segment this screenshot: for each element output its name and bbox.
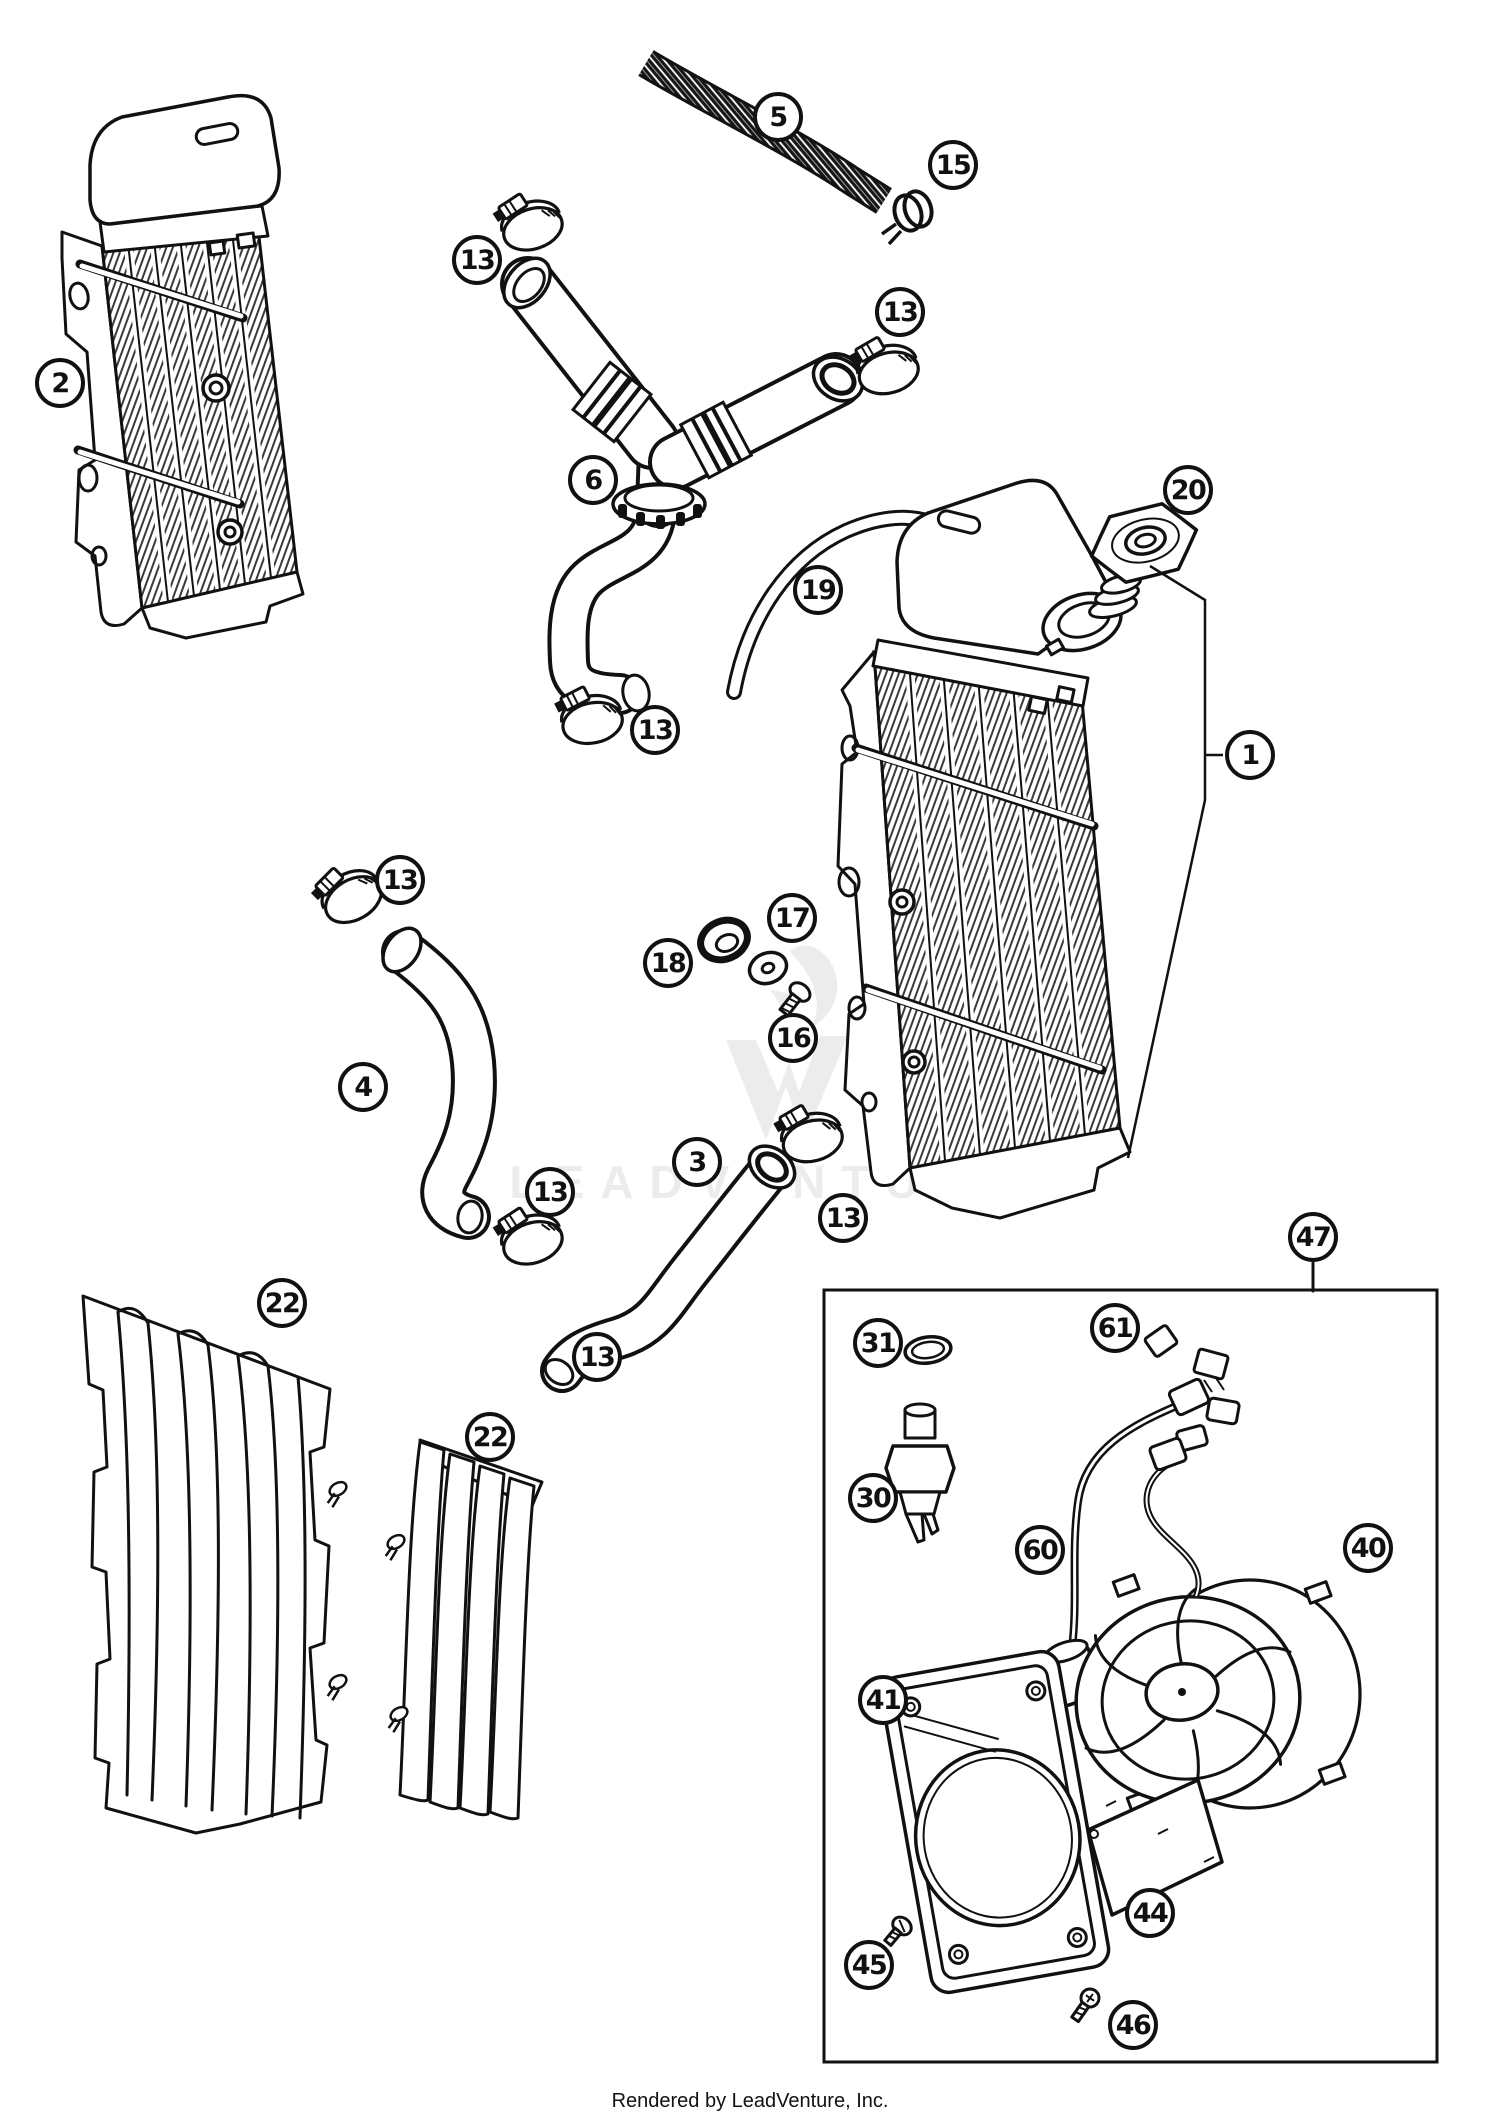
callout-4-3[interactable]: 4 bbox=[338, 1062, 388, 1112]
wire-clamp-15 bbox=[880, 189, 934, 246]
callout-30-21[interactable]: 30 bbox=[848, 1473, 898, 1523]
callout-5-4[interactable]: 5 bbox=[753, 92, 803, 142]
callout-13-8[interactable]: 13 bbox=[630, 705, 680, 755]
radiator-left bbox=[60, 93, 305, 640]
radiator-left-rails bbox=[73, 259, 248, 509]
washer-17 bbox=[747, 950, 789, 986]
callout-13-12[interactable]: 13 bbox=[572, 1332, 622, 1382]
callout-61-30[interactable]: 61 bbox=[1090, 1303, 1140, 1353]
callout-13-7[interactable]: 13 bbox=[875, 287, 925, 337]
callout-13-6[interactable]: 13 bbox=[452, 235, 502, 285]
fan-assembly-group-box bbox=[822, 1288, 1439, 2064]
radiator-hose-4 bbox=[381, 926, 497, 1240]
radiator-right bbox=[836, 478, 1223, 1220]
radiator-right-flange bbox=[871, 638, 1090, 708]
radiator-louver-right bbox=[377, 1438, 544, 1821]
callout-13-9[interactable]: 13 bbox=[375, 855, 425, 905]
y-hose-left-collar bbox=[570, 360, 654, 444]
screw-46 bbox=[1070, 1987, 1101, 2024]
radiator-left-bottom bbox=[140, 570, 305, 640]
callout-16-14[interactable]: 16 bbox=[768, 1013, 818, 1063]
callout-44-25[interactable]: 44 bbox=[1125, 1888, 1175, 1938]
radiator-right-rails bbox=[851, 743, 1107, 1075]
fan-shroud-bosses bbox=[1111, 1573, 1347, 1814]
callout-1-0[interactable]: 1 bbox=[1225, 730, 1275, 780]
louver-left-slats bbox=[116, 1306, 307, 1820]
screw-16 bbox=[778, 981, 812, 1018]
screw-45 bbox=[883, 1915, 913, 1947]
wiring-connectors-61 bbox=[1143, 1324, 1230, 1393]
callout-22-20[interactable]: 22 bbox=[465, 1412, 515, 1462]
callout-3-2[interactable]: 3 bbox=[672, 1137, 722, 1187]
y-hose-castellated-ring bbox=[611, 482, 707, 529]
callout-47-28[interactable]: 47 bbox=[1288, 1212, 1338, 1262]
y-hose-right-collar bbox=[678, 400, 754, 480]
radiator-cap bbox=[1089, 502, 1199, 584]
callout-2-1[interactable]: 2 bbox=[35, 358, 85, 408]
radiator-left-bracket bbox=[60, 230, 144, 627]
callout-1-bracket bbox=[1126, 564, 1223, 1159]
callout-40-23[interactable]: 40 bbox=[1343, 1523, 1393, 1573]
grommet-18 bbox=[697, 916, 751, 964]
cooling-fan-40 bbox=[1074, 1436, 1362, 1814]
callout-20-18[interactable]: 20 bbox=[1163, 465, 1213, 515]
callout-31-22[interactable]: 31 bbox=[853, 1318, 903, 1368]
callout-45-26[interactable]: 45 bbox=[844, 1940, 894, 1990]
radiator-left-tank bbox=[88, 93, 281, 226]
radiator-right-bracket bbox=[836, 650, 912, 1187]
radiator-right-bottom bbox=[908, 1126, 1132, 1220]
callout-13-11[interactable]: 13 bbox=[818, 1193, 868, 1243]
thermo-switch-30 bbox=[884, 1402, 956, 1544]
callout-22-19[interactable]: 22 bbox=[257, 1278, 307, 1328]
fan-frame-41 bbox=[879, 1649, 1111, 1995]
o-ring-31 bbox=[903, 1334, 953, 1366]
callout-19-17[interactable]: 19 bbox=[793, 565, 843, 615]
callout-46-27[interactable]: 46 bbox=[1108, 2000, 1158, 2050]
callout-13-10[interactable]: 13 bbox=[525, 1167, 575, 1217]
callout-15-13[interactable]: 15 bbox=[928, 140, 978, 190]
radiator-louver-left bbox=[81, 1294, 354, 1835]
y-hose bbox=[500, 256, 865, 715]
callout-60-29[interactable]: 60 bbox=[1015, 1525, 1065, 1575]
callout-18-16[interactable]: 18 bbox=[643, 938, 693, 988]
callout-17-15[interactable]: 17 bbox=[767, 893, 817, 943]
mount-plate-44 bbox=[1086, 1778, 1224, 1917]
radiator-left-mount-bosses bbox=[201, 373, 244, 546]
radiator-right-tank-handle bbox=[936, 509, 982, 535]
footer-credit: Rendered by LeadVenture, Inc. bbox=[611, 2090, 889, 2112]
radiator-left-tank-handle bbox=[194, 122, 240, 146]
callout-6-5[interactable]: 6 bbox=[568, 455, 618, 505]
radiator-right-mount-bosses bbox=[888, 888, 927, 1075]
callout-41-24[interactable]: 41 bbox=[858, 1675, 908, 1725]
